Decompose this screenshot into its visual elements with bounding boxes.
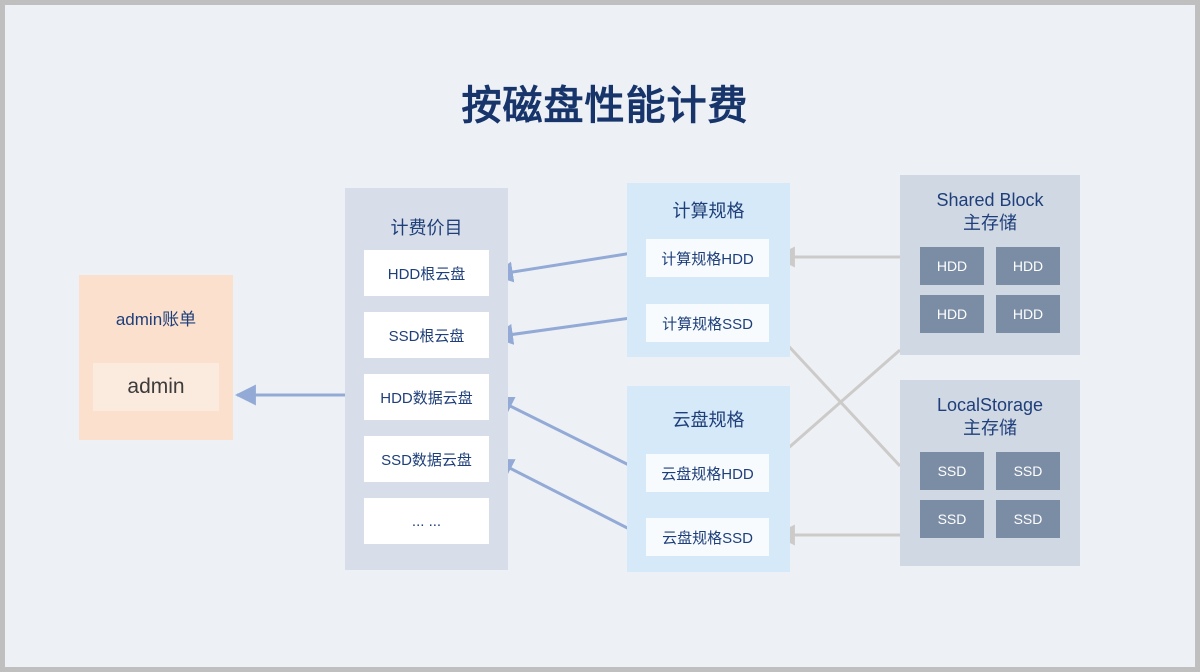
price-list-panel: 计费价目 HDD根云盘 SSD根云盘 HDD数据云盘 SSD数据云盘 ... .… [345, 188, 508, 570]
compute-spec-title: 计算规格 [672, 201, 745, 221]
price-item-hdd-data-volume[interactable]: HDD数据云盘 [364, 374, 489, 420]
price-list-title: 计费价目 [390, 218, 463, 238]
connector-compute-hdd-to-hdd-root-volume [491, 249, 646, 283]
local-storage-panel: LocalStorage 主存储 SSD SSD SSD SSD [900, 380, 1080, 566]
billing-account-panel: admin账单 admin [79, 275, 233, 440]
volume-spec-item-hdd[interactable]: 云盘规格HDD [646, 454, 769, 492]
disk-tile[interactable]: HDD [920, 295, 984, 333]
local-storage-disk-grid: SSD SSD SSD SSD [920, 452, 1060, 538]
price-item-hdd-root-volume[interactable]: HDD根云盘 [364, 250, 489, 296]
connector-volume-hdd-to-hdd-data-volume [492, 396, 646, 475]
disk-tile[interactable]: HDD [996, 247, 1060, 285]
disk-tile[interactable]: SSD [920, 500, 984, 538]
price-item-ssd-root-volume[interactable]: SSD根云盘 [364, 312, 489, 358]
disk-tile[interactable]: SSD [920, 452, 984, 490]
shared-block-storage-title-line2: 主存储 [963, 212, 1017, 233]
shared-block-storage-panel: Shared Block 主存储 HDD HDD HDD HDD [900, 175, 1080, 355]
page-title: 按磁盘性能计费 [461, 84, 749, 128]
price-item-more[interactable]: ... ... [364, 498, 489, 544]
shared-block-storage-title: Shared Block 主存储 [900, 189, 1080, 234]
volume-spec-item-ssd[interactable]: 云盘规格SSD [646, 518, 769, 556]
disk-tile[interactable]: HDD [920, 247, 984, 285]
price-item-ssd-data-volume[interactable]: SSD数据云盘 [364, 436, 489, 482]
volume-spec-panel: 云盘规格 云盘规格HDD 云盘规格SSD [627, 386, 790, 572]
compute-spec-panel: 计算规格 计算规格HDD 计算规格SSD [627, 183, 790, 357]
disk-tile[interactable]: SSD [996, 500, 1060, 538]
local-storage-title-line2: 主存储 [963, 417, 1017, 438]
compute-spec-item-hdd[interactable]: 计算规格HDD [646, 239, 769, 277]
compute-spec-item-ssd[interactable]: 计算规格SSD [646, 304, 769, 342]
connector-volume-ssd-to-ssd-data-volume [492, 458, 646, 539]
disk-tile[interactable]: SSD [996, 452, 1060, 490]
shared-block-disk-grid: HDD HDD HDD HDD [920, 247, 1060, 333]
connector-compute-ssd-to-ssd-root-volume [491, 314, 646, 345]
admin-user-box[interactable]: admin [93, 363, 219, 411]
local-storage-title: LocalStorage 主存储 [900, 394, 1080, 439]
disk-tile[interactable]: HDD [996, 295, 1060, 333]
volume-spec-title: 云盘规格 [672, 410, 745, 430]
billing-account-title: admin账单 [115, 310, 197, 329]
local-storage-title-line1: LocalStorage [936, 395, 1044, 415]
shared-block-storage-title-line1: Shared Block [936, 190, 1044, 210]
